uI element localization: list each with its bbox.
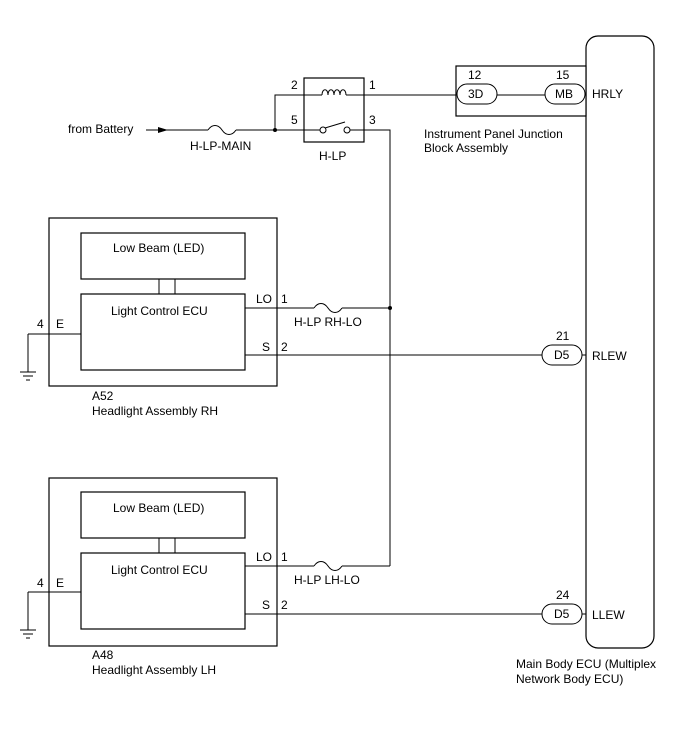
relay-pin-5: 5 [291, 113, 298, 127]
connector-d5-llew-label: D5 [554, 607, 570, 621]
fuse-rh-lo-icon [313, 303, 343, 313]
main-body-ecu-name-line1: Main Body ECU (Multiplex [516, 657, 656, 671]
main-body-ecu-box [585, 35, 655, 649]
main-body-ecu-rlew-label: RLEW [592, 349, 627, 363]
relay-pin-3: 3 [369, 113, 376, 127]
headlight-rh-pin-1: 1 [281, 292, 288, 306]
headlight-lh-pin-4: 4 [37, 576, 44, 590]
junction-pin-15: 15 [556, 68, 570, 82]
headlight-lh-code: A48 [92, 648, 114, 662]
main-body-ecu-llew-label: LLEW [592, 608, 625, 622]
fuse-lh-lo-label: H-LP LH-LO [294, 573, 360, 587]
llew-pin-24: 24 [556, 588, 570, 602]
junction-block-name-line1: Instrument Panel Junction [424, 127, 563, 141]
headlight-lh-low-beam-box [80, 491, 246, 539]
headlight-lh-terminal-s: S [262, 598, 270, 612]
relay-coil-feed-wire [274, 94, 304, 130]
connector-3d [456, 83, 498, 105]
connector-3d-label: 3D [468, 87, 484, 101]
relay-pin-2: 2 [291, 78, 298, 92]
battery-arrow-icon [158, 127, 168, 133]
headlight-lh-ecu-label: Light Control ECU [111, 563, 208, 577]
headlight-lh-ground-wire [27, 591, 81, 630]
fuse-main-icon [207, 125, 237, 135]
headlight-rh-internal-link [158, 279, 176, 294]
headlight-lh-name: Headlight Assembly LH [92, 663, 216, 677]
headlight-rh-ecu-box [80, 293, 246, 371]
headlight-lh-terminal-e: E [56, 576, 64, 590]
fuse-rh-lo-label: H-LP RH-LO [294, 315, 362, 329]
fuse-main-label: H-LP-MAIN [190, 139, 251, 153]
headlight-rh-terminal-lo: LO [256, 292, 272, 306]
headlight-lh-pin-2: 2 [281, 598, 288, 612]
relay-contact-left-icon [319, 126, 327, 134]
fuse-lh-lo-icon [313, 561, 343, 571]
headlight-rh-pin-4: 4 [37, 317, 44, 331]
headlight-lh-low-beam-label: Low Beam (LED) [113, 501, 204, 515]
relay-pin-1: 1 [369, 78, 376, 92]
headlight-rh-ecu-label: Light Control ECU [111, 304, 208, 318]
headlight-lh-terminal-lo: LO [256, 550, 272, 564]
battery-source-label: from Battery [68, 122, 133, 136]
junction-pin-12: 12 [468, 68, 482, 82]
headlight-rh-low-beam-label: Low Beam (LED) [113, 241, 204, 255]
headlight-lh-ecu-box [80, 552, 246, 630]
rlew-pin-21: 21 [556, 329, 570, 343]
relay-switch-blade-icon [324, 121, 346, 129]
headlight-lh-ground-icon [20, 629, 36, 639]
headlight-lh-pin-1: 1 [281, 550, 288, 564]
connector-mb-label: MB [555, 87, 573, 101]
headlight-rh-terminal-e: E [56, 317, 64, 331]
headlight-lh-internal-link [158, 538, 176, 553]
headlight-rh-pin-2: 2 [281, 340, 288, 354]
lo-feed-bus-wire [364, 129, 391, 566]
relay-hlp-box [303, 77, 365, 143]
headlight-rh-low-beam-box [80, 232, 246, 280]
main-body-ecu-hrly-label: HRLY [592, 87, 623, 101]
connector-mb [544, 83, 586, 105]
headlight-rh-ground-icon [20, 371, 36, 381]
relay-coil-icon [321, 89, 347, 96]
headlight-rh-ground-wire [27, 333, 81, 372]
junction-block-name-line2: Block Assembly [424, 141, 508, 155]
headlight-rh-code: A52 [92, 389, 114, 403]
relay-name: H-LP [319, 149, 346, 163]
headlight-rh-name: Headlight Assembly RH [92, 404, 218, 418]
connector-d5-rlew-label: D5 [554, 348, 570, 362]
main-body-ecu-name-line2: Network Body ECU) [516, 672, 623, 686]
relay-contact-right-icon [343, 126, 351, 134]
headlight-rh-terminal-s: S [262, 340, 270, 354]
